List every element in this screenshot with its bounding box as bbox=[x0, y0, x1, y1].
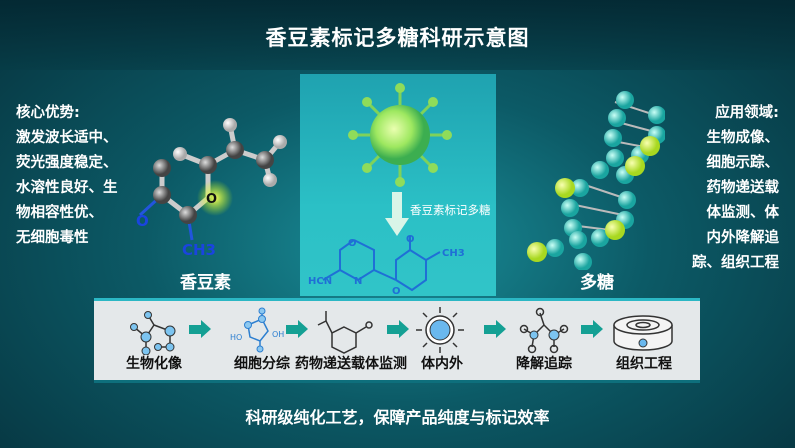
advantage-line: 水溶性良好、生 bbox=[16, 180, 118, 196]
footer-tagline: 科研级纯化工艺，保障产品纯度与标记效率 bbox=[245, 408, 550, 427]
molecule-fragment-icon bbox=[519, 307, 569, 354]
applications-heading: 应用领域: bbox=[715, 105, 779, 121]
applications-list: 应用领域: 生物成像、 细胞示踪、 药物递送载 体监测、体 内外降解追 踪、组织… bbox=[692, 101, 779, 276]
methyl-label: CH3 bbox=[182, 241, 216, 259]
advantages-heading: 核心优势: bbox=[16, 105, 80, 121]
polysaccharide-caption: 多糖 bbox=[580, 273, 614, 293]
virus-particle-icon bbox=[348, 83, 452, 187]
hydroxyl-label: HO bbox=[230, 333, 242, 342]
labeling-arrow-label: 香豆素标记多糖 bbox=[410, 203, 491, 217]
application-line: 体监测、体 bbox=[706, 205, 780, 221]
oxygen-label: O bbox=[392, 286, 401, 296]
advantage-line: 无细胞毒性 bbox=[16, 230, 89, 246]
down-arrow-icon bbox=[385, 192, 409, 236]
application-workflow: HO OH 生物化像 细胞分综 药物递送载体监测 体内外 降解追踪 组织工程 bbox=[94, 298, 700, 383]
coumarin-molecule-icon: O O CH3 bbox=[136, 118, 287, 259]
title-bar: 香豆素标记多糖科研示意图 bbox=[0, 0, 795, 70]
glowing-cell-icon bbox=[416, 307, 464, 353]
benzene-icon bbox=[317, 311, 373, 354]
oxygen-label: O bbox=[136, 212, 149, 230]
application-line: 内外降解追 bbox=[706, 230, 780, 246]
step-drug-delivery: 药物递送载体监测 bbox=[295, 356, 407, 372]
step-bio-imaging: 生物化像 bbox=[126, 356, 182, 372]
advantage-line: 激发波长适中、 bbox=[16, 130, 118, 146]
polysaccharide-helix-icon bbox=[527, 91, 665, 270]
step-in-vivo-vitro: 体内外 bbox=[421, 356, 463, 372]
hcn-label: HCN bbox=[308, 276, 332, 287]
advantage-line: 物相容性优、 bbox=[16, 205, 103, 221]
methyl-label: CH3 bbox=[442, 248, 465, 259]
step-cell-tracking: 细胞分综 bbox=[234, 356, 290, 372]
nitrogen-label: N bbox=[354, 276, 362, 287]
oxygen-label: O bbox=[406, 234, 415, 245]
labeled-structure-icon: O N HCN O O CH3 bbox=[308, 234, 465, 296]
molecule-network-icon bbox=[130, 311, 176, 355]
step-tissue-engineering: 组织工程 bbox=[616, 356, 672, 372]
oxygen-label: O bbox=[348, 238, 357, 249]
application-line: 药物递送载 bbox=[706, 180, 780, 196]
application-line: 生物成像、 bbox=[706, 130, 780, 146]
scaffold-disc-icon bbox=[613, 315, 673, 351]
step-degradation-tracking: 降解追踪 bbox=[516, 356, 572, 372]
coumarin-caption: 香豆素 bbox=[180, 273, 231, 293]
oxygen-label: O bbox=[206, 192, 217, 207]
advantages-list: 核心优势: 激发波长适中、 荧光强度稳定、 水溶性良好、生 物相容性优、 无细胞… bbox=[16, 101, 118, 251]
sugar-ring-icon: HO OH bbox=[230, 307, 284, 353]
application-line: 踪、组织工程 bbox=[692, 255, 779, 271]
advantage-line: 荧光强度稳定、 bbox=[16, 155, 118, 171]
page-title: 香豆素标记多糖科研示意图 bbox=[265, 26, 530, 50]
hydroxyl-label: OH bbox=[272, 330, 284, 339]
application-line: 细胞示踪、 bbox=[706, 155, 780, 171]
